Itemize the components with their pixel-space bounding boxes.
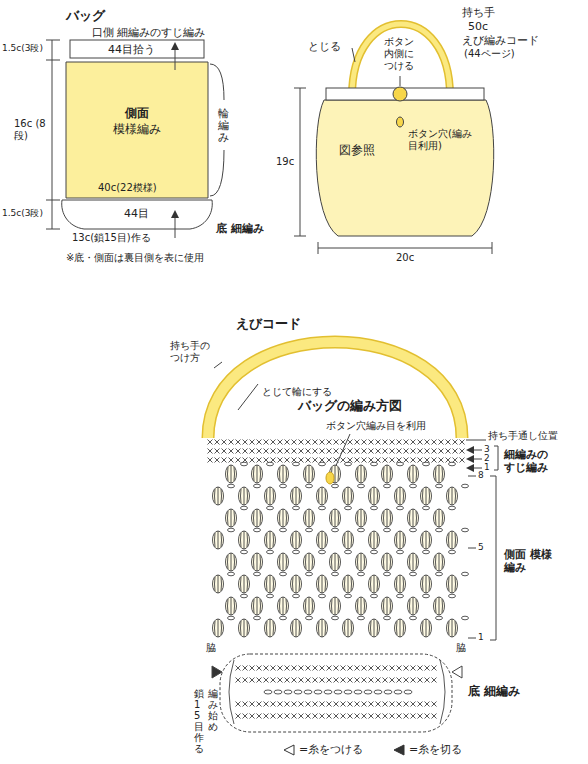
label: えび編みコード [462,34,539,47]
legend-text: =糸を切る [409,742,462,757]
label: 細編みのすじ編み [504,448,554,474]
vertical-label: 編み始め [208,688,218,732]
node-text: 模様編み [113,122,161,138]
label: 持ち手通し位置 [488,430,558,442]
side-panel: 側面模様編み [66,62,208,182]
label: 持ち手のつけ方 [170,340,218,364]
legend-entry: =糸を切る [392,742,462,757]
vertical-label: 輪編み [218,108,229,144]
label: 底 細編み [468,684,520,698]
label: 持ち手 [462,6,495,19]
label: 脇 [456,642,466,654]
label: 側面 模様編み [504,548,554,574]
label: (44ページ) [464,48,515,60]
label: ボタン穴(編み目利用) [408,128,478,152]
label: 16c (8段) [14,118,50,142]
vertical-label: 鎖15目作る [194,688,204,754]
label: 44目拾う [108,43,155,56]
node-text: 図参照 [339,143,375,159]
label: 1 [484,462,490,473]
node-text: 側面 [125,106,149,122]
label: ボタン内側につける [384,36,420,72]
label: えびコード [236,316,301,332]
label: とじて輪にする [262,386,332,398]
legend-swatch [392,744,406,756]
label: 口側 細編みのすじ編み [92,26,206,39]
label: 1 [478,632,484,643]
label: ※底・側面は裏目側を表に使用 [66,252,204,264]
label: ボタン穴編み目を利用 [326,420,426,432]
figure-title: バッグ [66,8,105,24]
bag-body: 図参照 [330,138,384,164]
label: とじる [308,40,341,53]
label: 19c [276,156,294,168]
label: 50c [468,20,488,33]
label: 44目 [124,207,149,220]
legend-swatch [282,744,296,756]
label: 脇 [206,642,216,654]
label: 8 [478,470,484,481]
legend-entry: =糸をつける [282,742,363,757]
label: 1.5c(3段) [2,43,43,54]
legend-text: =糸をつける [299,742,363,757]
label: 13c(鎖15目)作る [72,232,151,244]
label: 5 [478,542,484,553]
label: バッグの編み方図 [298,398,402,414]
label: 1.5c(3段) [2,208,43,219]
label: 40c(22模様) [98,182,157,194]
label: 20c [396,252,414,264]
label: 底 細編み [216,222,264,235]
